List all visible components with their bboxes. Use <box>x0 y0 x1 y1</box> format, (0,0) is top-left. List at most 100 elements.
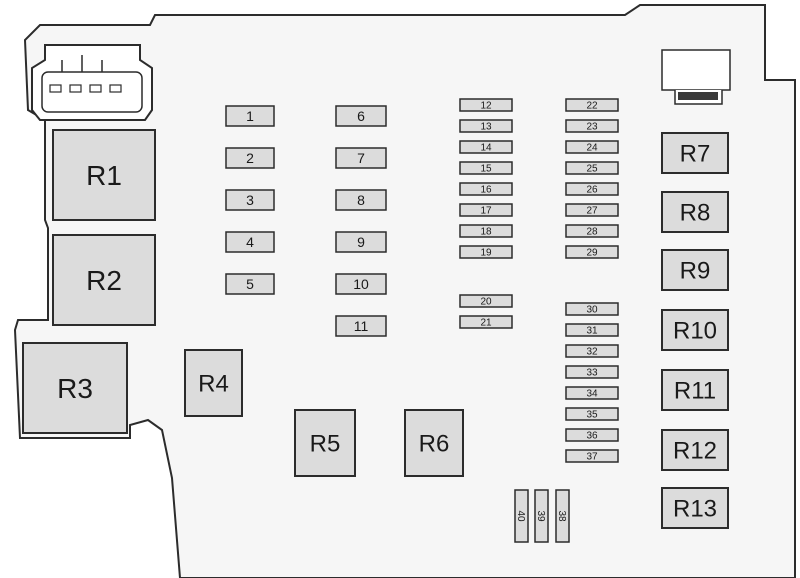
fuse-33: 33 <box>565 365 619 379</box>
fuse-35: 35 <box>565 407 619 421</box>
fuse-label: 24 <box>586 143 598 154</box>
fuse-label: 21 <box>480 318 492 329</box>
relay-r2: R2 <box>52 234 156 326</box>
fuse-label: 2 <box>246 150 254 166</box>
fuse-40: 40 <box>514 489 529 543</box>
fuse-body <box>565 428 619 442</box>
fuse-label: 19 <box>480 248 492 259</box>
fuse-label: 10 <box>353 276 369 292</box>
connector-pin <box>109 84 122 93</box>
relay-label: R8 <box>680 200 711 227</box>
fuse-25: 25 <box>565 161 619 175</box>
fuse-label: 6 <box>357 108 365 124</box>
fuse-body <box>459 203 513 217</box>
relay-label: R13 <box>673 496 717 523</box>
fuse-label: 31 <box>586 326 598 337</box>
fuse-label: 7 <box>357 150 365 166</box>
relay-r6: R6 <box>404 409 464 477</box>
fuse-13: 13 <box>459 119 513 133</box>
relay-r11: R11 <box>661 369 729 411</box>
fuse-label: 9 <box>357 234 365 250</box>
fuse-4: 4 <box>225 231 275 253</box>
fuse-6: 6 <box>335 105 387 127</box>
fuse-label: 27 <box>586 206 598 217</box>
fuse-body <box>459 161 513 175</box>
fuse-label: 30 <box>586 305 598 316</box>
fuse-22: 22 <box>565 98 619 112</box>
fuse-2: 2 <box>225 147 275 169</box>
fuse-27: 27 <box>565 203 619 217</box>
fuse-11: 11 <box>335 315 387 337</box>
fuse-label: 32 <box>586 347 598 358</box>
fuse-label: 5 <box>246 276 254 292</box>
fuse-34: 34 <box>565 386 619 400</box>
fuse-body <box>565 98 619 112</box>
relay-box <box>184 349 243 417</box>
fuse-label: 13 <box>480 122 492 133</box>
fuse-body <box>335 315 387 337</box>
relay-r10: R10 <box>661 309 729 351</box>
fuse-label: 12 <box>480 101 492 112</box>
fuse-body <box>565 140 619 154</box>
connector-plug <box>31 44 153 121</box>
fuse-body <box>565 386 619 400</box>
fuse-7: 7 <box>335 147 387 169</box>
fuse-8: 8 <box>335 189 387 211</box>
fuse-body <box>565 245 619 259</box>
fuse-body <box>565 323 619 337</box>
fuse-label: 35 <box>586 410 598 421</box>
relay-label: R9 <box>680 258 711 285</box>
fuse-body <box>459 315 513 329</box>
relay-label: R7 <box>680 141 711 168</box>
fuse-26: 26 <box>565 182 619 196</box>
fuse-body <box>225 147 275 169</box>
fuse-label: 25 <box>586 164 598 175</box>
fuse-body <box>459 98 513 112</box>
fuse-label: 16 <box>480 185 492 196</box>
fuse-label: 8 <box>357 192 365 208</box>
fuse-label: 14 <box>480 143 492 154</box>
fuse-1: 1 <box>225 105 275 127</box>
fuse-label: 37 <box>586 452 598 463</box>
fuse-body <box>225 189 275 211</box>
relay-r4: R4 <box>184 349 243 417</box>
relay-r12: R12 <box>661 429 729 471</box>
relay-label: R5 <box>310 431 341 458</box>
relay-box <box>661 369 729 411</box>
fuse-label: 39 <box>535 510 546 522</box>
fuse-label: 11 <box>354 318 369 334</box>
fuse-body <box>565 344 619 358</box>
relay-r13: R13 <box>661 487 729 529</box>
fuse-body <box>459 294 513 308</box>
relay-label: R1 <box>86 160 122 191</box>
mounting-tab <box>661 49 731 105</box>
fuse-body <box>225 105 275 127</box>
fuse-21: 21 <box>459 315 513 329</box>
fuse-body <box>565 203 619 217</box>
relay-label: R6 <box>419 431 450 458</box>
fuse-10: 10 <box>335 273 387 295</box>
fuse-body <box>225 273 275 295</box>
fuse-30: 30 <box>565 302 619 316</box>
fuse-label: 1 <box>246 108 254 124</box>
relay-box <box>661 132 729 174</box>
fuse-16: 16 <box>459 182 513 196</box>
relay-label: R11 <box>674 378 716 405</box>
relay-box <box>52 234 156 326</box>
fuse-5: 5 <box>225 273 275 295</box>
fuse-label: 4 <box>246 234 254 250</box>
fuse-9: 9 <box>335 231 387 253</box>
connector-pin <box>69 84 82 93</box>
fuse-body <box>459 224 513 238</box>
fuse-label: 28 <box>586 227 598 238</box>
fuse-label: 17 <box>480 206 492 217</box>
relay-box <box>661 249 729 291</box>
fuse-39: 39 <box>534 489 549 543</box>
fuse-body <box>565 119 619 133</box>
relay-r9: R9 <box>661 249 729 291</box>
relay-box <box>661 429 729 471</box>
fuse-body <box>565 182 619 196</box>
fuse-body <box>335 147 387 169</box>
